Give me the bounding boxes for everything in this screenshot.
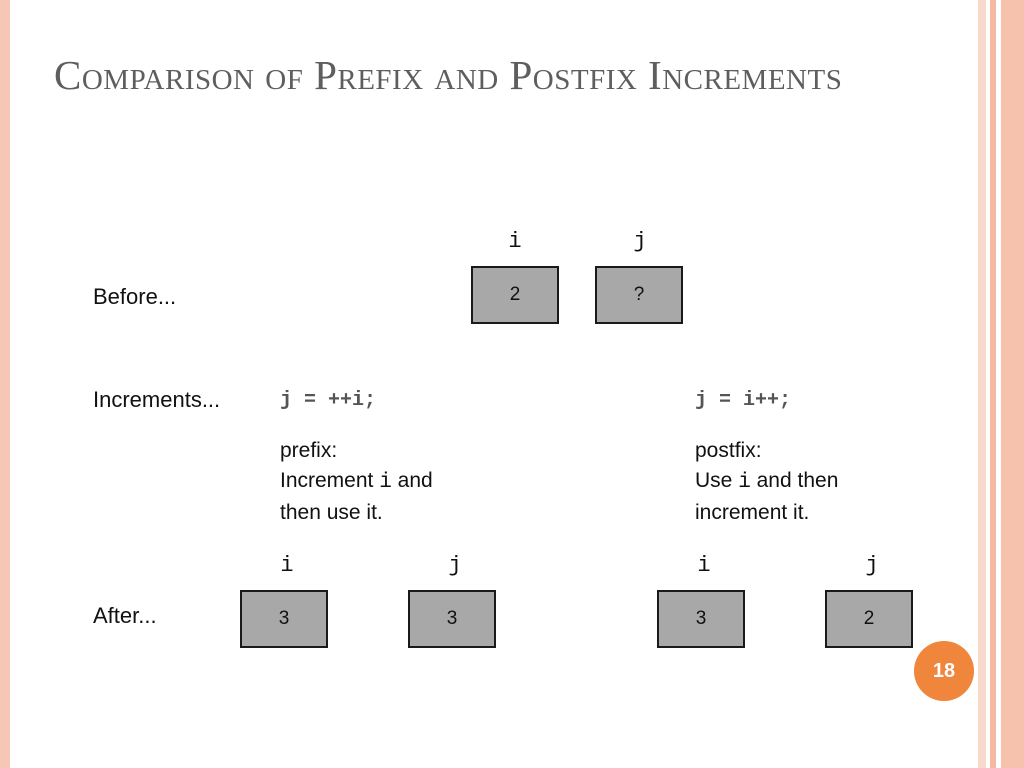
prefix-after-j-value: 3: [446, 608, 458, 629]
postfix-line-2-end: and then: [750, 469, 839, 492]
prefix-after-i-name: i: [280, 553, 294, 578]
prefix-after-i-box: 3: [240, 590, 328, 648]
postfix-description: postfix: Use i and then increment it.: [695, 436, 838, 528]
prefix-line-2: Increment i and: [280, 466, 433, 498]
prefix-description: prefix: Increment i and then use it.: [280, 436, 433, 528]
slide-frame-right-band: [1001, 0, 1024, 768]
postfix-after-j-value: 2: [863, 608, 875, 629]
postfix-line-2-var: i: [738, 471, 751, 494]
row-label-before: Before...: [93, 284, 177, 309]
row-label-after: After...: [93, 603, 157, 628]
page-number: 18: [932, 659, 956, 682]
postfix-after-i-name: i: [697, 553, 711, 578]
postfix-after-i-value: 3: [695, 608, 707, 629]
postfix-after-j-name: j: [865, 553, 879, 578]
slide-frame-left: [0, 0, 10, 768]
slide-frame-right-stripe: [978, 0, 986, 768]
before-i-box: 2: [471, 266, 559, 324]
prefix-after-j-box: 3: [408, 590, 496, 648]
before-i-value: 2: [509, 284, 521, 305]
postfix-line-2-start: Use: [695, 469, 739, 492]
prefix-heading: prefix:: [280, 439, 338, 462]
postfix-line-3: increment it.: [695, 501, 810, 524]
before-j-box: ?: [595, 266, 683, 324]
slide-frame-right-stripe: [990, 0, 996, 768]
before-j-name: j: [633, 229, 647, 254]
postfix-code: j = i++;: [695, 389, 792, 412]
postfix-heading: postfix:: [695, 439, 762, 462]
page-number-badge: 18: [914, 641, 974, 701]
before-j-value: ?: [633, 284, 645, 305]
prefix-line-2-end: and: [391, 469, 433, 492]
prefix-after-j-name: j: [448, 553, 462, 578]
slide-title: Comparison of Prefix and Postfix Increme…: [54, 52, 843, 98]
postfix-after-i-box: 3: [657, 590, 745, 648]
postfix-line-2: Use i and then: [695, 466, 838, 498]
prefix-line-2-start: Increment: [280, 469, 380, 492]
prefix-code: j = ++i;: [280, 389, 377, 412]
row-label-increments: Increments...: [93, 387, 221, 412]
before-i-name: i: [508, 229, 522, 254]
prefix-line-2-var: i: [379, 471, 392, 494]
prefix-after-i-value: 3: [278, 608, 290, 629]
slide-frame-right-gap: [996, 0, 1001, 768]
postfix-after-j-box: 2: [825, 590, 913, 648]
slide-frame-right-gap: [986, 0, 990, 768]
prefix-line-3: then use it.: [280, 501, 383, 524]
